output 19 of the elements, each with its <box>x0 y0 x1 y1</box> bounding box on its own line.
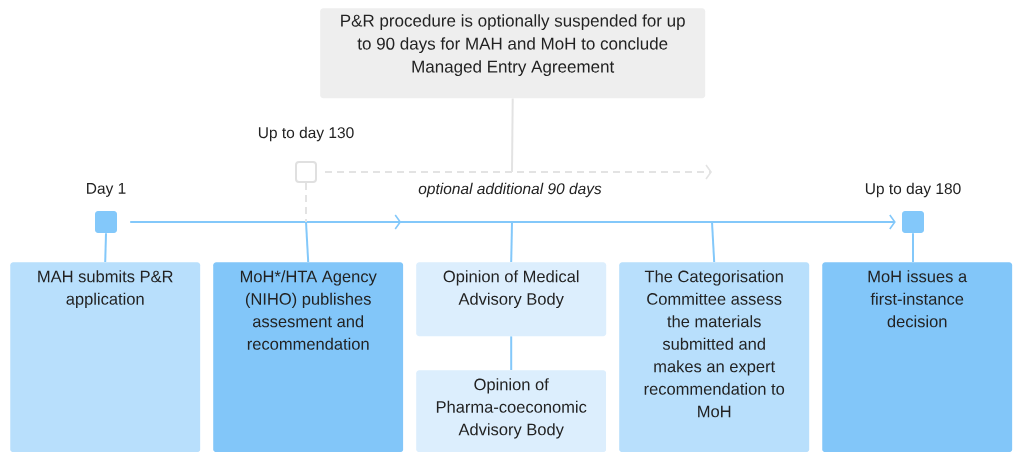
step-box: Opinion of Medical Advisory Body <box>416 262 607 337</box>
connector <box>510 221 513 263</box>
step-box: MAH submits P&R application <box>10 262 201 452</box>
day-label: Up to day 130 <box>258 126 354 142</box>
step-box: MoH*/HTA Agency (NIHO) publishes assesment and recommendation <box>213 262 404 452</box>
connector <box>129 214 896 230</box>
connector <box>912 232 914 263</box>
note-box: P&R procedure is optionally suspended for up to 90 days for MAH and MoH to conclude Managed Entry Agreement <box>320 8 706 99</box>
step-box: The Categorisation Committee assess the materials submitted and makes an expert recommendation to MoH <box>619 262 810 452</box>
connector <box>305 221 310 263</box>
connector <box>711 221 716 263</box>
day-label: Day 1 <box>87 183 126 197</box>
step-box: Opinion of Pharma-coeconomic Advisory Body <box>416 370 607 452</box>
step-box: MoH issues a first-instance decision <box>822 262 1013 452</box>
connector <box>104 232 107 263</box>
connector <box>324 164 712 180</box>
edge-label: optional additional 90 days <box>416 180 604 200</box>
day-label: Up to day 180 <box>865 182 961 198</box>
connector <box>510 335 513 371</box>
